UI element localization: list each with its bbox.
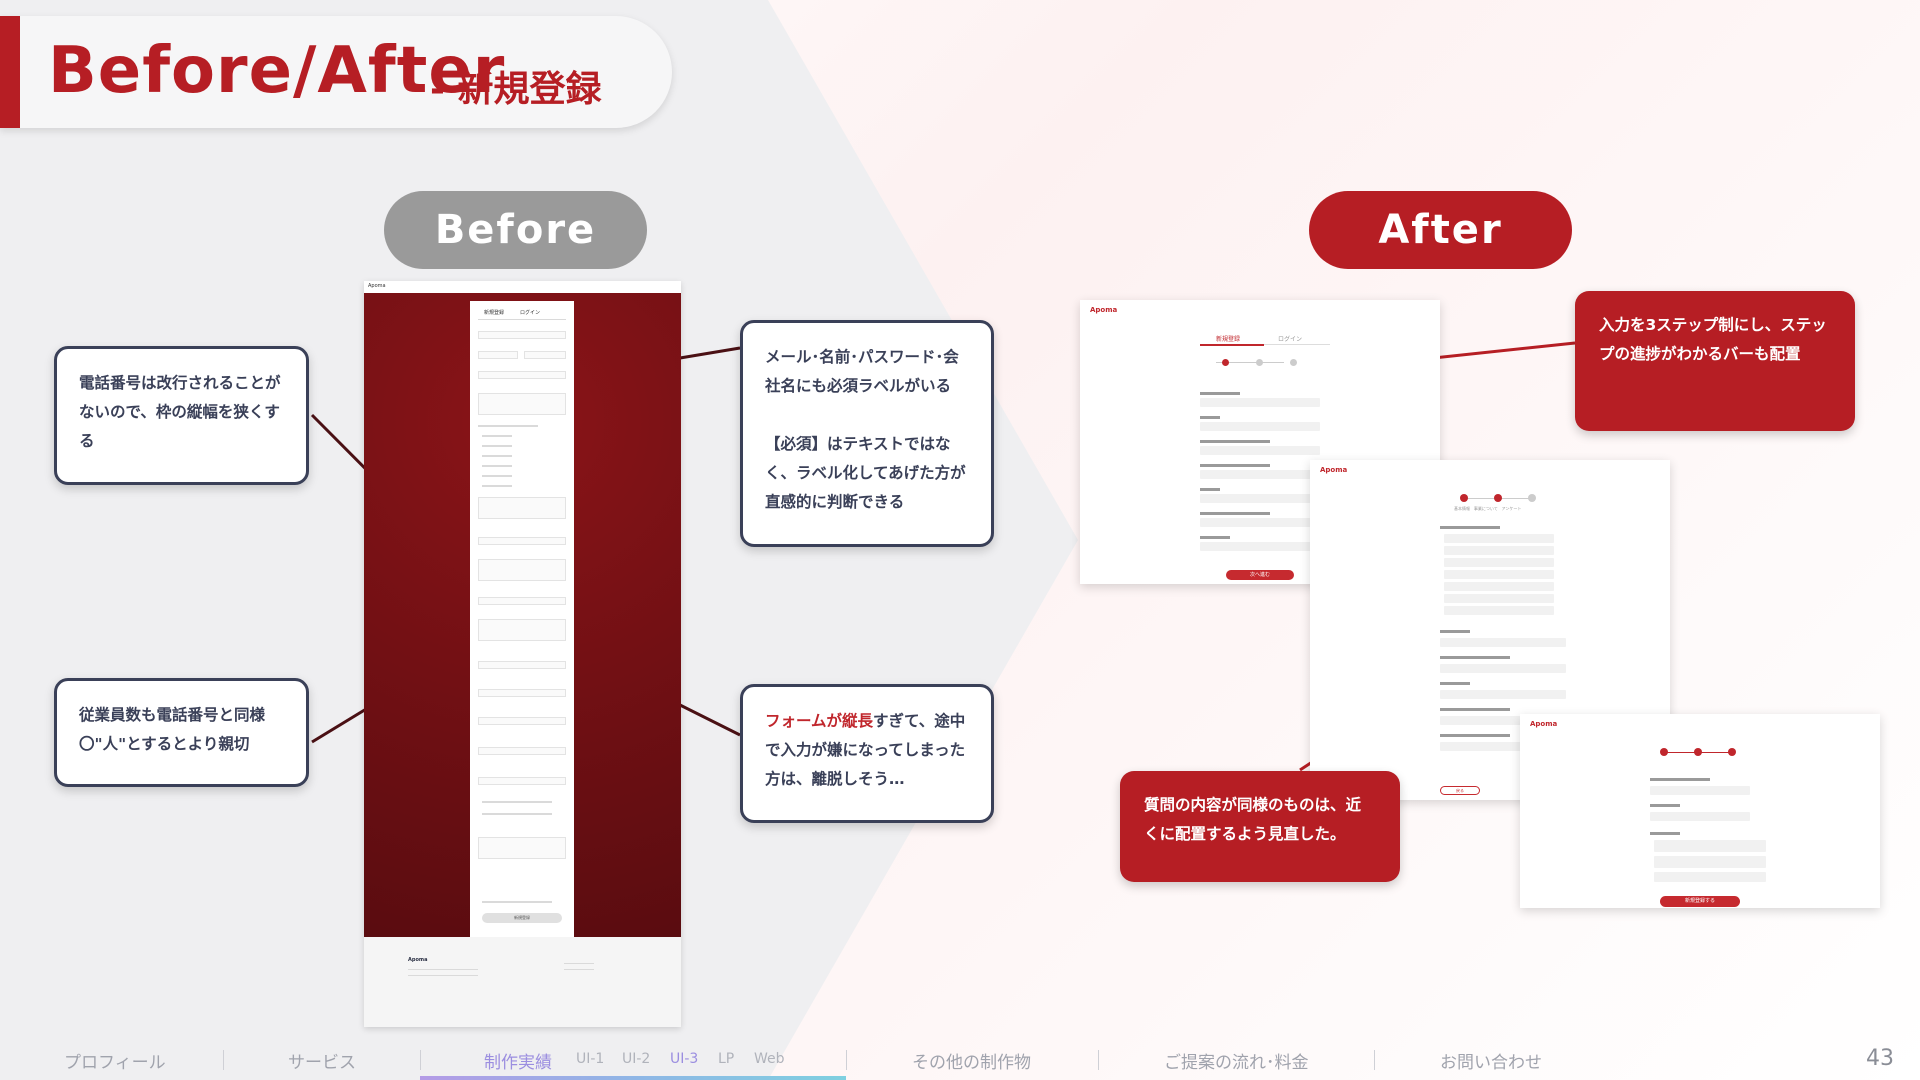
nav-sub-lp[interactable]: LP — [718, 1051, 735, 1067]
callout-required-line2: 【必須】はテキストではなく、ラベル化してあげた方が直感的に判断できる — [765, 435, 966, 511]
nav-profile[interactable]: プロフィール — [64, 1053, 166, 1073]
callout-required: メール･名前･パスワード･会社名にも必須ラベルがいる 【必須】はテキストではなく… — [740, 320, 994, 547]
after-step3-screenshot: Apoma 新規登録する — [1520, 714, 1880, 908]
after-register-button: 新規登録する — [1660, 896, 1740, 907]
bottom-nav: プロフィール サービス 制作実績 UI-1 UI-2 UI-3 LP Web そ… — [0, 1040, 1920, 1080]
before-label: Before — [384, 191, 647, 269]
after-back-button: 戻る — [1440, 786, 1480, 795]
callout-long-form: フォームが縦長すぎて、途中で入力が嫌になってしまった方は、離脱しそう… — [740, 684, 994, 823]
nav-sub-ui1[interactable]: UI-1 — [576, 1051, 605, 1067]
nav-services[interactable]: サービス — [288, 1053, 356, 1073]
page-subtitle: - 新規登録 — [430, 69, 602, 110]
callout-employees: 従業員数も電話番号と同様〇"人"とするとより親切 — [54, 678, 309, 787]
after-step1-logo: Apoma — [1090, 306, 1118, 314]
after-next-button: 次へ進む — [1226, 570, 1294, 580]
before-footer: Apoma — [364, 937, 681, 1027]
nav-sub-web[interactable]: Web — [754, 1051, 785, 1067]
nav-sub-ui3[interactable]: UI-3 — [670, 1051, 699, 1067]
before-tab-register: 新規登録 — [484, 310, 505, 316]
nav-works[interactable]: 制作実績 — [484, 1053, 552, 1073]
after-step-label-1: 基本情報 — [1454, 506, 1470, 511]
callout-steps: 入力を3ステップ制にし、ステップの進捗がわかるバーも配置 — [1575, 291, 1855, 431]
nav-other-works[interactable]: その他の制作物 — [912, 1053, 1031, 1073]
before-brand: Apoma — [368, 283, 386, 289]
page-title: Before/After — [48, 34, 506, 108]
callout-long-form-highlight: フォームが縦長 — [765, 712, 874, 730]
after-label: After — [1309, 191, 1572, 269]
callout-long-form-text: すぎて、途中で入力が嫌になってしまった方は、離脱しそう… — [765, 712, 966, 788]
after-step2-logo: Apoma — [1320, 466, 1348, 474]
callout-grouping: 質問の内容が同様のものは、近くに配置するよう見直した。 — [1120, 771, 1400, 882]
before-submit-button: 新規登録 — [482, 913, 562, 923]
nav-flow-pricing[interactable]: ご提案の流れ･料金 — [1164, 1053, 1309, 1073]
before-tab-login: ログイン — [520, 310, 541, 316]
title-bar — [0, 16, 672, 128]
title-accent — [0, 16, 20, 128]
before-form: 新規登録 ログイン 新規登録 — [470, 301, 574, 945]
callout-required-line1: メール･名前･パスワード･会社名にも必須ラベルがいる — [765, 348, 959, 395]
nav-active-underline — [420, 1076, 846, 1080]
nav-contact[interactable]: お問い合わせ — [1440, 1053, 1542, 1073]
callout-phone: 電話番号は改行されることがないので、枠の縦幅を狭くする — [54, 346, 309, 485]
before-screenshot: Apoma 新規登録 ログイン 新規登録 Apoma — [364, 281, 681, 1027]
page-number: 43 — [1866, 1046, 1894, 1071]
before-header: Apoma — [364, 281, 681, 293]
after-tab-register: 新規登録 — [1216, 336, 1241, 343]
nav-sub-ui2[interactable]: UI-2 — [622, 1051, 651, 1067]
after-step-label-2: 事業について — [1473, 506, 1498, 511]
after-step-label-3: アンケート — [1501, 506, 1522, 511]
before-footer-brand: Apoma — [408, 957, 428, 963]
after-tab-login: ログイン — [1278, 336, 1303, 343]
after-step3-logo: Apoma — [1530, 720, 1558, 728]
